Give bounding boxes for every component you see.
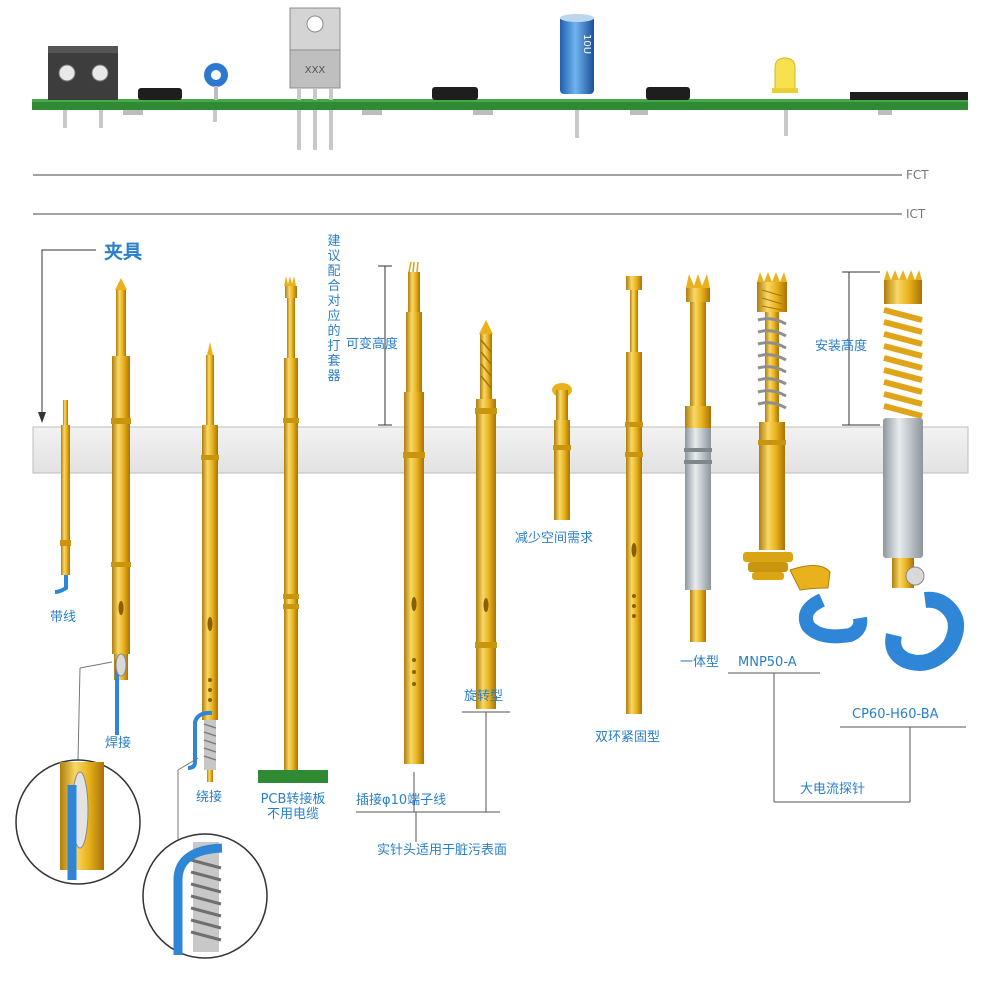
probe-solder — [111, 278, 131, 735]
capacitor-pin — [575, 106, 579, 138]
smd-pad — [123, 109, 143, 115]
rotary-label: 旋转型 — [464, 689, 504, 704]
recommended-drill-note: 建议配合对应的打套器 — [327, 234, 341, 384]
ict-label: ICT — [906, 207, 926, 221]
pcb-adapter-label: PCB转接板 不用电缆 — [248, 792, 338, 823]
probe-plug-terminal — [403, 261, 425, 764]
probe-ribbon-wire — [54, 400, 71, 594]
smd-module — [850, 92, 968, 100]
terminal-pin — [99, 106, 103, 128]
wrap-zoom-callout — [142, 757, 268, 959]
transistor-leg — [329, 106, 333, 150]
terminal-pin — [63, 106, 67, 128]
smd-pad — [630, 109, 648, 115]
plug-terminal-label: 插接φ10端子线 — [356, 793, 447, 808]
probe-cp60 — [883, 270, 964, 671]
smd-chip — [138, 88, 182, 100]
capacitor-marking: 10U — [581, 34, 592, 54]
pcb-adapter-line1: PCB转接板 — [260, 792, 326, 807]
led-pin — [784, 106, 788, 136]
smd-pad — [362, 109, 382, 115]
probe-double-ring — [625, 276, 643, 714]
probe-reduce-space — [552, 383, 572, 520]
probe-wire-wrap — [187, 342, 219, 782]
mnp50-label: MNP50-A — [738, 655, 797, 670]
smd-chip — [432, 87, 478, 100]
fixture-title: 夹具 — [104, 241, 143, 263]
solder-zoom-callout — [15, 661, 141, 885]
transistor-body — [289, 49, 341, 89]
cp60-label: CP60-H60-BA — [852, 707, 939, 722]
install-height-label: 安装高度 — [815, 339, 868, 354]
double-ring-label: 双环紧固型 — [595, 730, 661, 745]
pcb-assembly: XXX 10U — [32, 7, 968, 150]
electrolytic-capacitor — [560, 16, 594, 94]
terminal-screw — [91, 64, 109, 82]
probe-mnp50 — [743, 272, 868, 644]
fixture-plate — [32, 426, 969, 474]
level-lines — [33, 174, 902, 215]
variable-height-marker — [378, 265, 392, 426]
fct-label: FCT — [906, 168, 929, 182]
pcb-adapter-line2: 不用电缆 — [266, 806, 319, 822]
smd-chip — [646, 87, 690, 100]
yellow-led — [774, 57, 796, 93]
wire-wrap-label: 绕接 — [196, 790, 223, 805]
reduce-space-label: 减少空间需求 — [515, 531, 594, 546]
probe-pcb-adapter — [258, 276, 328, 783]
solder-label: 焊接 — [105, 736, 132, 751]
probe-rotary — [475, 320, 497, 709]
chip-marking: XXX — [305, 65, 326, 76]
variable-height-label: 可变高度 — [346, 337, 399, 352]
one-piece-label: 一体型 — [680, 655, 720, 670]
ribbon-wire-label: 带线 — [50, 610, 77, 625]
high-current-label: 大电流探针 — [800, 782, 866, 797]
sensor-pin — [213, 106, 217, 122]
smd-pad — [878, 109, 892, 115]
smd-pad — [473, 109, 493, 115]
install-height-marker — [842, 271, 880, 426]
transistor-leg — [297, 106, 301, 150]
terminal-screw — [58, 64, 76, 82]
transistor-leg — [313, 106, 317, 150]
label-connectors — [356, 672, 966, 842]
fixture-arrow — [38, 249, 96, 423]
solid-tip-label: 实针头适用于脏污表面 — [377, 843, 508, 858]
pcb-board — [32, 99, 968, 110]
probe-one-piece — [684, 274, 712, 642]
pcb-board-edge — [32, 99, 968, 102]
